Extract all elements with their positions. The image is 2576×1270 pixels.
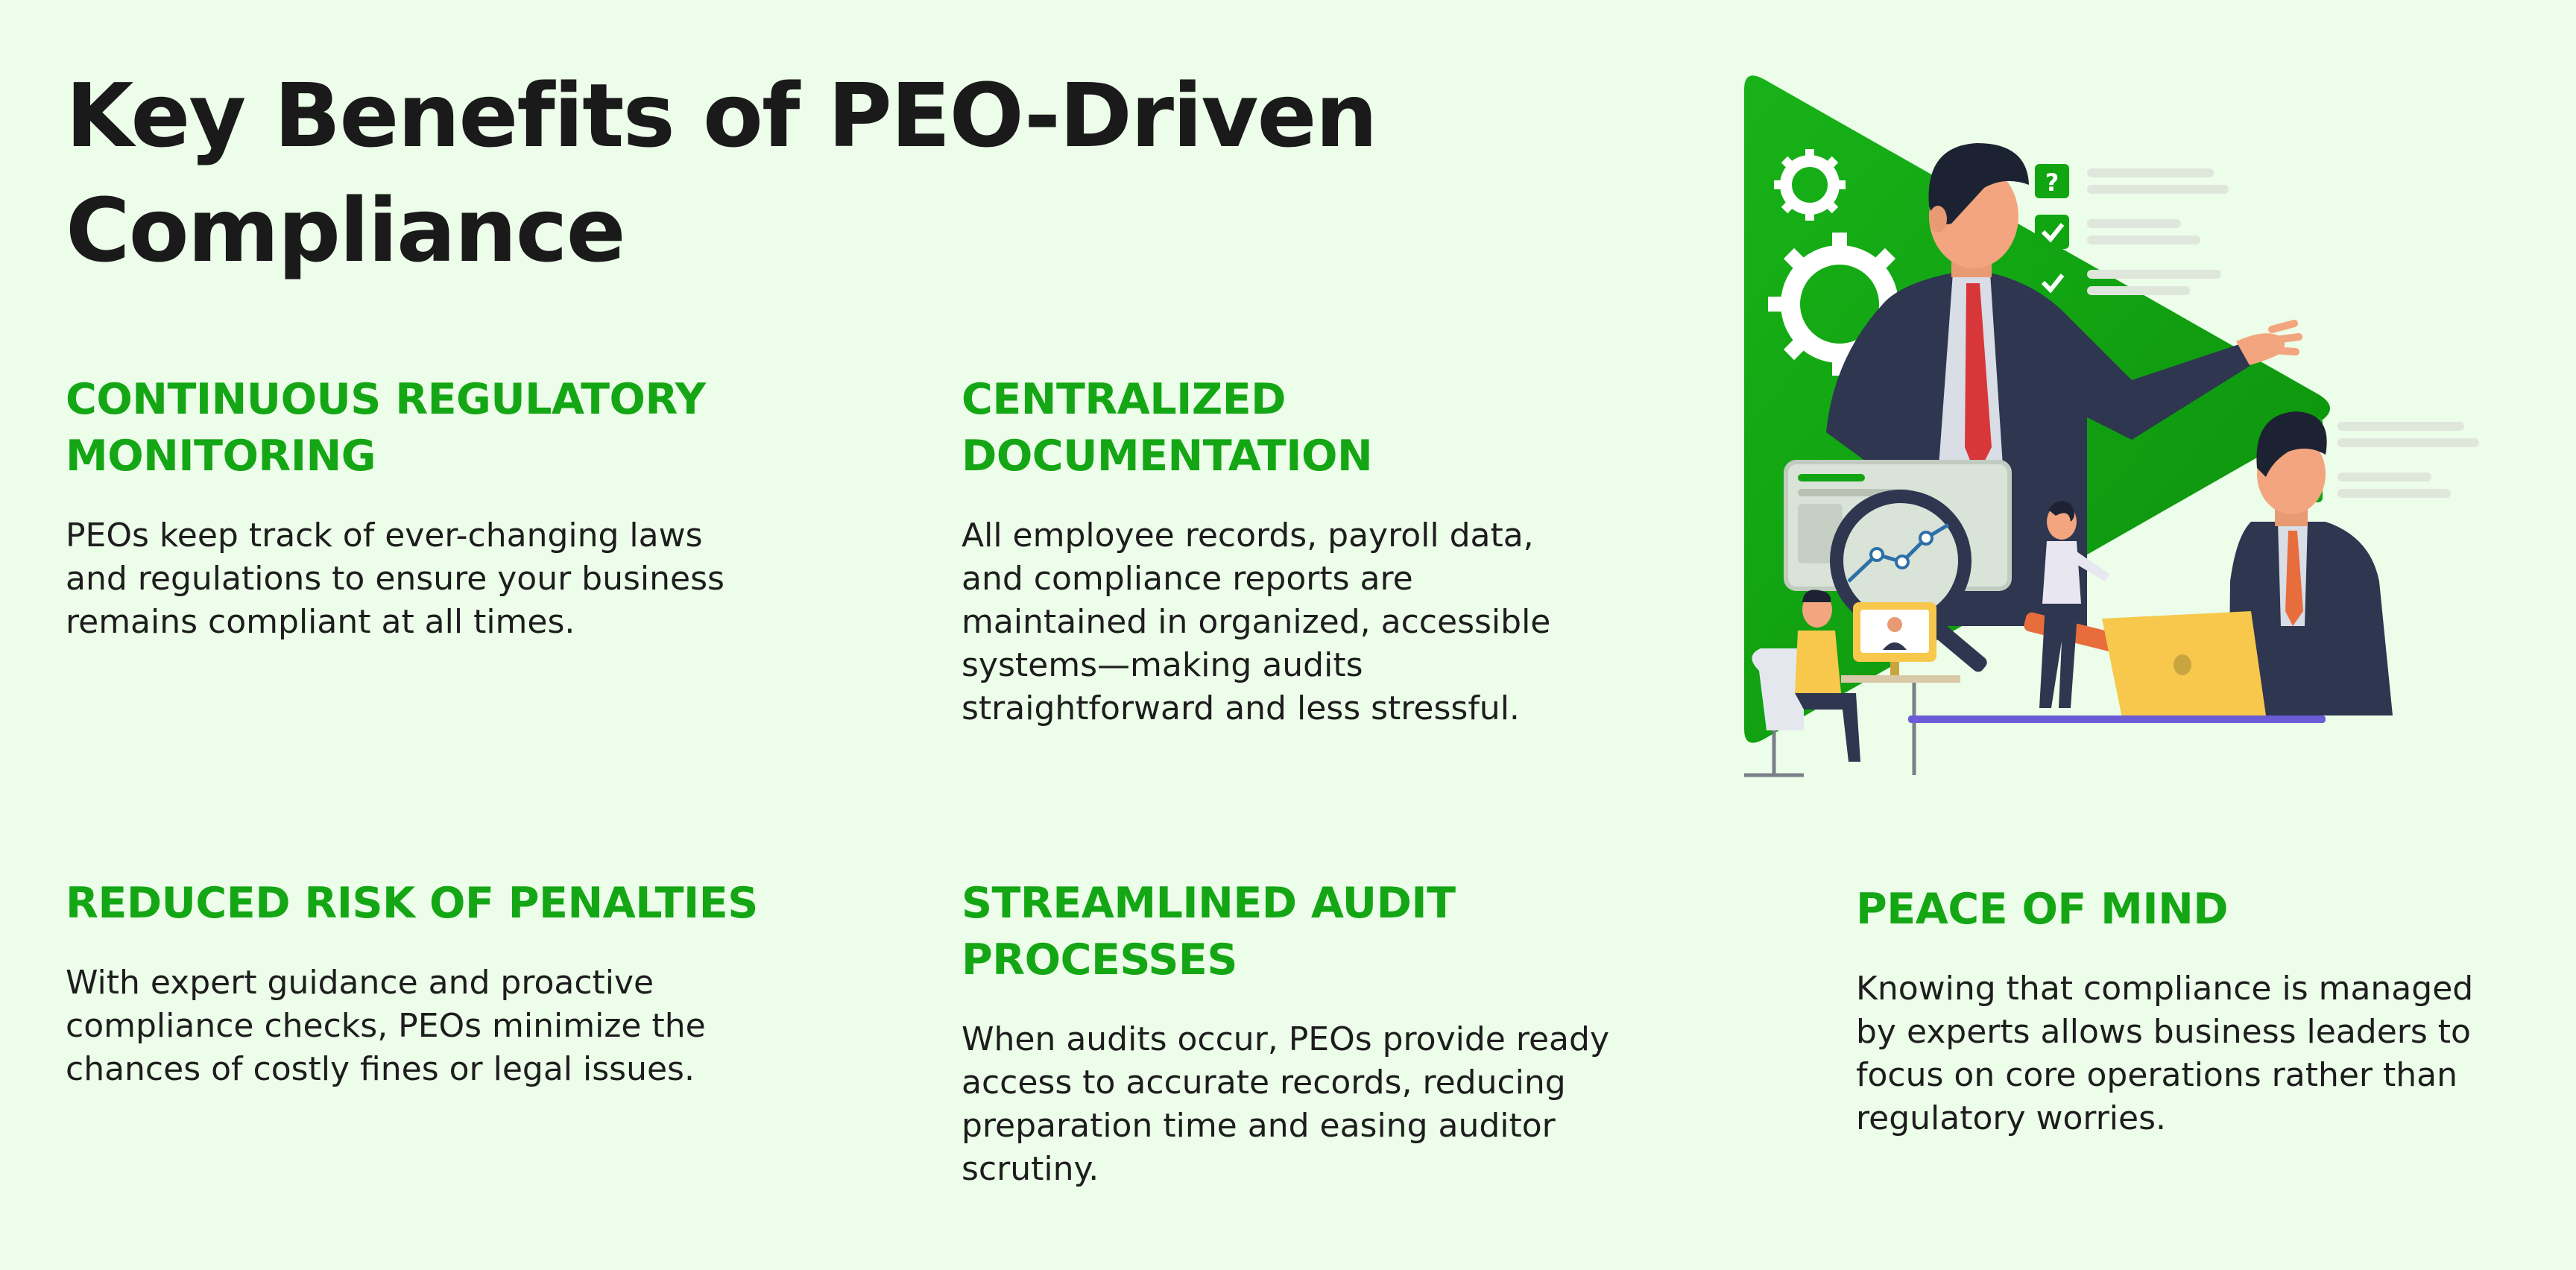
woman-figure — [2039, 501, 2109, 708]
benefit-text: With expert guidance and proactive compl… — [66, 964, 706, 1088]
benefit-heading: CONTINUOUS REGULATORY MONITORING — [66, 375, 706, 481]
benefit-heading: CENTRALIZED DOCUMENTATION — [962, 375, 1373, 481]
page-title-text: Key Benefits of PEO-Driven Compliance — [66, 64, 1378, 282]
gear-icon — [1774, 149, 1846, 221]
benefit-reduced-risk-of-penalties: REDUCED RISK OF PENALTIES With expert gu… — [66, 875, 811, 1091]
benefit-heading: PEACE OF MIND — [1856, 885, 2229, 934]
benefit-streamlined-audit-processes: STREAMLINED AUDIT PROCESSES When audits … — [962, 875, 1707, 1191]
benefit-heading: REDUCED RISK OF PENALTIES — [66, 879, 758, 928]
benefit-heading: STREAMLINED AUDIT PROCESSES — [962, 879, 1456, 985]
benefit-text: All employee records, payroll data, and … — [962, 516, 1551, 727]
compliance-team-illustration: ? ? — [1744, 75, 2479, 777]
benefit-peace-of-mind: PEACE OF MIND Knowing that compliance is… — [1856, 881, 2576, 1140]
worker-at-desk — [1744, 590, 1960, 777]
monitor-icon — [1853, 602, 1936, 675]
desk-line — [1908, 715, 2326, 723]
benefit-text: Knowing that compliance is managed by ex… — [1856, 970, 2474, 1137]
benefit-text: PEOs keep track of ever-changing laws an… — [66, 516, 724, 641]
checklist-icon: ? — [2035, 164, 2229, 300]
benefit-centralized-documentation: CENTRALIZED DOCUMENTATION All employee r… — [962, 371, 1707, 730]
question-mark: ? — [2045, 168, 2059, 197]
benefit-continuous-regulatory-monitoring: CONTINUOUS REGULATORY MONITORING PEOs ke… — [66, 371, 811, 644]
laptop-icon — [2102, 611, 2266, 721]
man-with-laptop — [2229, 411, 2393, 715]
page-title: Key Benefits of PEO-Driven Compliance — [66, 58, 1407, 288]
benefit-text: When audits occur, PEOs provide ready ac… — [962, 1020, 1609, 1188]
